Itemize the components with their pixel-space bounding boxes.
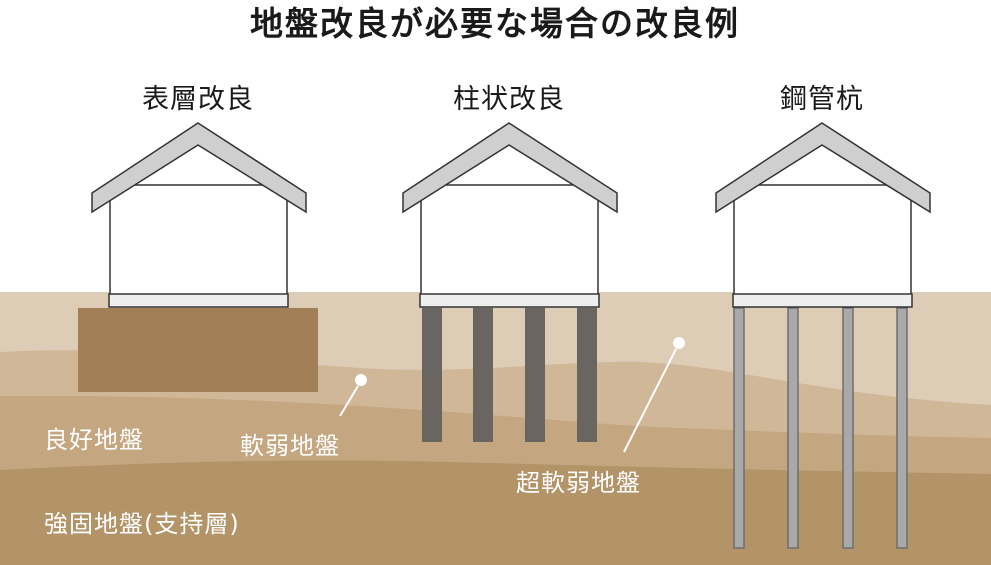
house-2-wall	[420, 184, 599, 296]
soft-ground-callout-dot	[355, 374, 367, 386]
layer-label-good-ground: 良好地盤	[44, 426, 144, 454]
house-3	[715, 122, 931, 308]
house-1-roof	[91, 122, 307, 214]
steel-pipe-pile	[733, 307, 745, 549]
layer-label-soft-ground: 軟弱地盤	[240, 432, 340, 460]
house-3-wall	[733, 184, 912, 296]
method-label-surface: 表層改良	[142, 84, 254, 115]
layer-label-bearing-ground: 強固地盤(支持層)	[44, 510, 240, 538]
house-2	[402, 122, 618, 308]
column-pillar	[577, 308, 597, 442]
layer-label-very-soft-ground: 超軟弱地盤	[516, 469, 641, 497]
steel-pipe-pile	[787, 307, 799, 549]
house-2-foundation	[419, 293, 600, 308]
column-improvement-illustration	[402, 122, 618, 442]
column-pillar	[422, 308, 442, 442]
surface-improvement-illustration	[78, 122, 318, 392]
column-pillar	[525, 308, 545, 442]
soft-ground-callout-line	[339, 385, 359, 417]
diagram-title: 地盤改良が必要な場合の改良例	[250, 4, 740, 43]
steel-pipe-pile	[842, 307, 854, 549]
house-1-foundation	[108, 293, 289, 308]
method-label-steel-pipe: 鋼管杭	[780, 84, 864, 115]
house-1	[91, 122, 307, 308]
very-soft-ground-callout-line	[623, 348, 677, 453]
steel-pipe-pile	[896, 307, 908, 549]
surface-improvement-block	[78, 308, 318, 392]
callouts	[339, 337, 685, 453]
column-pillar	[473, 308, 493, 442]
house-2-roof	[402, 122, 618, 214]
house-3-foundation	[732, 293, 913, 308]
house-1-wall	[109, 184, 288, 296]
method-label-column: 柱状改良	[453, 84, 565, 115]
house-3-roof	[715, 122, 931, 214]
very-soft-ground-callout-dot	[673, 337, 685, 349]
steel-pipe-pile-illustration	[715, 122, 931, 549]
